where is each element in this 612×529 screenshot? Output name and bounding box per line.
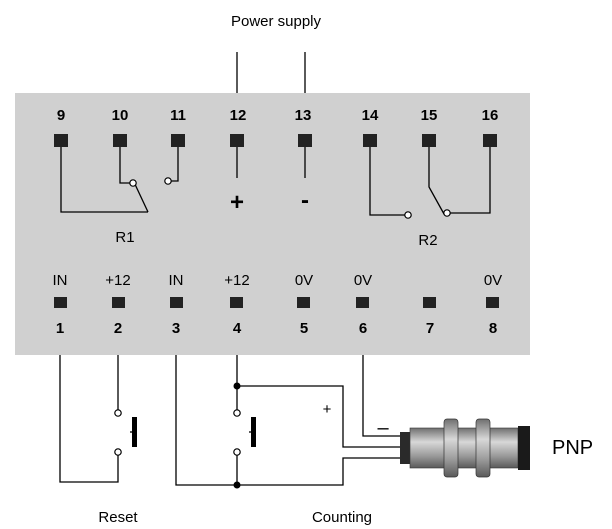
terminal-1-label: 1 [56,320,64,337]
terminal-6-label: 6 [359,320,367,337]
bottom-terminal-numbers: 1 2 3 4 5 6 7 8 [56,320,497,337]
terminal-5-label: 5 [300,320,308,337]
terminal-12-pin [230,134,244,147]
terminal-9-pin [54,134,68,147]
counting-pushbutton-icon [251,417,256,447]
terminal-16-label: 16 [482,107,499,124]
terminal-7-pin [423,297,436,308]
relay-r2-wiring [369,147,491,219]
terminal-15-pin [422,134,436,147]
plus-sign: + [230,189,244,216]
relay-r2-label: R2 [418,232,437,249]
terminal-13-label: 13 [295,107,312,124]
terminal-9-label: 9 [57,107,65,124]
terminal-6-pin [356,297,369,308]
pnp-label: PNP [552,437,593,459]
terminal-1-signal-label: IN [53,272,68,289]
terminal-15-label: 15 [421,107,438,124]
terminal-16-pin [483,134,497,147]
terminal-7-label: 7 [426,320,434,337]
top-terminal-pins [54,134,497,147]
bottom-terminal-pins [54,297,499,308]
reset-button-wiring [59,355,134,483]
terminal-11-label: 11 [170,107,186,124]
terminal-3-pin [170,297,183,308]
device-housing [15,93,530,355]
sensor-minus-label: – [377,417,389,439]
terminal-4-pin [230,297,243,308]
terminal-4-label: 4 [233,320,242,337]
terminal-14-label: 14 [362,107,379,124]
terminal-3-signal-label: IN [169,272,184,289]
terminal-5-signal-label: 0V [295,272,313,289]
terminal-4-signal-label: +12 [224,272,249,289]
terminal-3-label: 3 [172,320,180,337]
sensor-wiring [237,355,402,486]
terminal-8-pin [486,297,499,308]
terminal-6-signal-label: 0V [354,272,372,289]
top-terminal-numbers: 9 10 11 12 13 14 15 16 [57,107,499,124]
terminal-8-signal-label: 0V [484,272,502,289]
terminal-13-pin [298,134,312,147]
counting-caption: Counting [312,509,372,526]
terminal-8-label: 8 [489,320,497,337]
relay-r1-label: R1 [115,229,134,246]
terminal-5-pin [297,297,310,308]
terminal-12-label: 12 [230,107,247,124]
terminal-2-signal-label: +12 [105,272,130,289]
power-supply-label: Power supply [231,13,322,30]
pnp-sensor-icon [400,418,530,478]
terminal-10-pin [113,134,127,147]
minus-sign: - [301,187,309,214]
terminal-2-label: 2 [114,320,122,337]
sensor-plus-label: + [323,401,332,418]
terminal-14-pin [363,134,377,147]
reset-caption: Reset [98,509,138,526]
relay-r1-wiring [60,147,179,213]
terminal-2-pin [112,297,125,308]
terminal-1-pin [54,297,67,308]
counting-button-wiring [175,355,253,489]
terminal-11-pin [171,134,185,147]
reset-pushbutton-icon [132,417,137,447]
terminal-10-label: 10 [112,107,129,124]
bottom-terminal-labels: IN +12 IN +12 0V 0V 0V [53,272,503,289]
